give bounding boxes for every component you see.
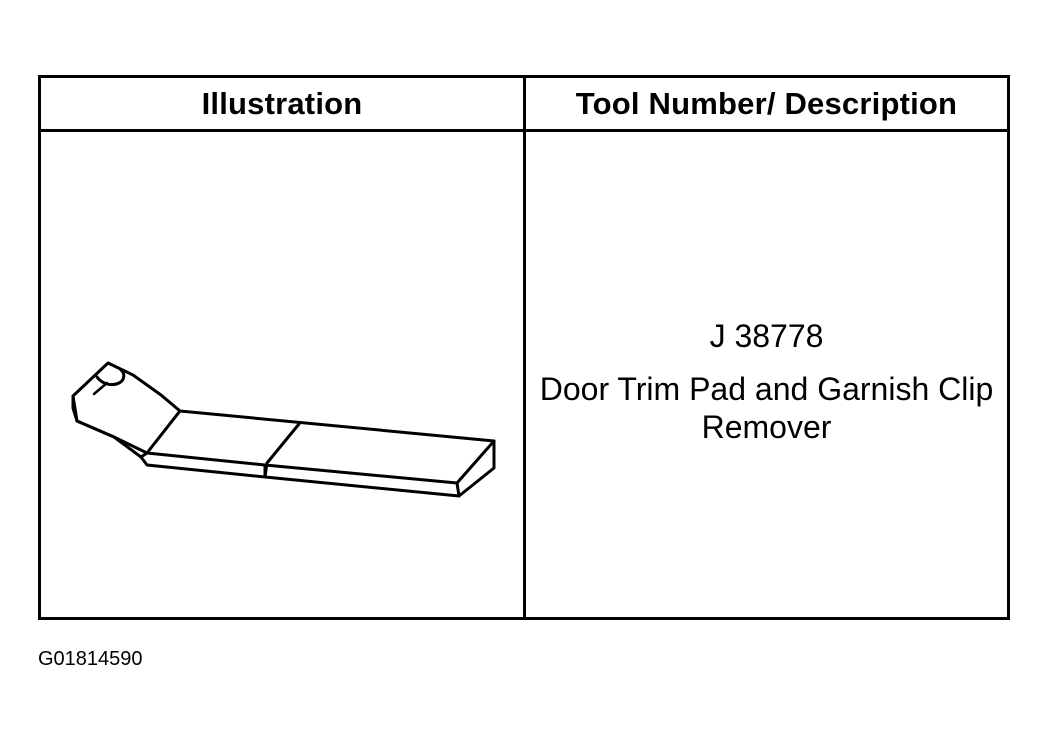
description-cell: J 38778 Door Trim Pad and Garnish Clip R…: [526, 132, 1007, 617]
header-illustration: Illustration: [201, 85, 363, 121]
figure-id: G01814590: [38, 648, 143, 670]
clip-remover-tool-icon: [71, 361, 496, 498]
column-divider: [523, 78, 526, 617]
illustration-cell: [41, 132, 523, 617]
tool-number: J 38778: [709, 318, 824, 354]
tool-table: Illustration Tool Number/ Description: [38, 75, 1010, 620]
tool-description: Door Trim Pad and Garnish Clip Remover: [539, 371, 994, 445]
header-tool-number-description: Tool Number/ Description: [575, 85, 958, 121]
